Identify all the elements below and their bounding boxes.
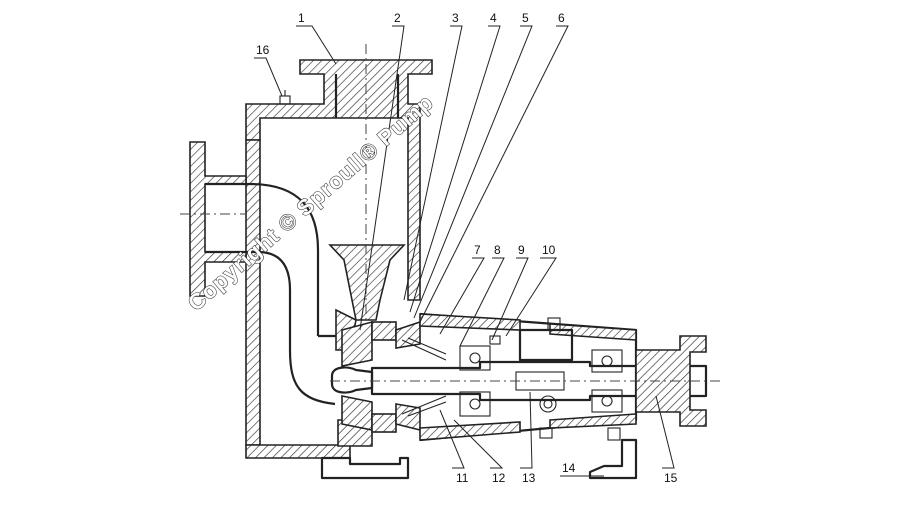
pump-casing — [189, 59, 433, 480]
callout-16: 16 — [256, 43, 270, 57]
impeller-assembly — [330, 320, 447, 433]
bearings — [459, 345, 623, 417]
callout-13: 13 — [522, 471, 536, 485]
callout-9: 9 — [518, 243, 525, 257]
support-bracket — [588, 438, 638, 480]
callout-4: 4 — [490, 11, 497, 25]
callout-12: 12 — [492, 471, 506, 485]
callout-10: 10 — [542, 243, 556, 257]
callout-11: 11 — [456, 471, 469, 485]
bearing-housing — [419, 312, 638, 442]
copyright-watermark: Copyright © Sproull® Pump — [183, 89, 438, 316]
callout-8: 8 — [494, 243, 501, 257]
callout-numbers: 1 2 3 4 5 6 7 8 9 10 11 12 13 14 15 16 — [256, 11, 678, 485]
callout-2: 2 — [394, 11, 401, 25]
callout-15: 15 — [664, 471, 678, 485]
callout-7: 7 — [474, 243, 481, 257]
leader-lines — [254, 25, 675, 477]
callout-5: 5 — [522, 11, 529, 25]
callout-6: 6 — [558, 11, 565, 25]
callout-1: 1 — [298, 11, 305, 25]
callout-14: 14 — [562, 461, 576, 475]
callout-3: 3 — [452, 11, 459, 25]
